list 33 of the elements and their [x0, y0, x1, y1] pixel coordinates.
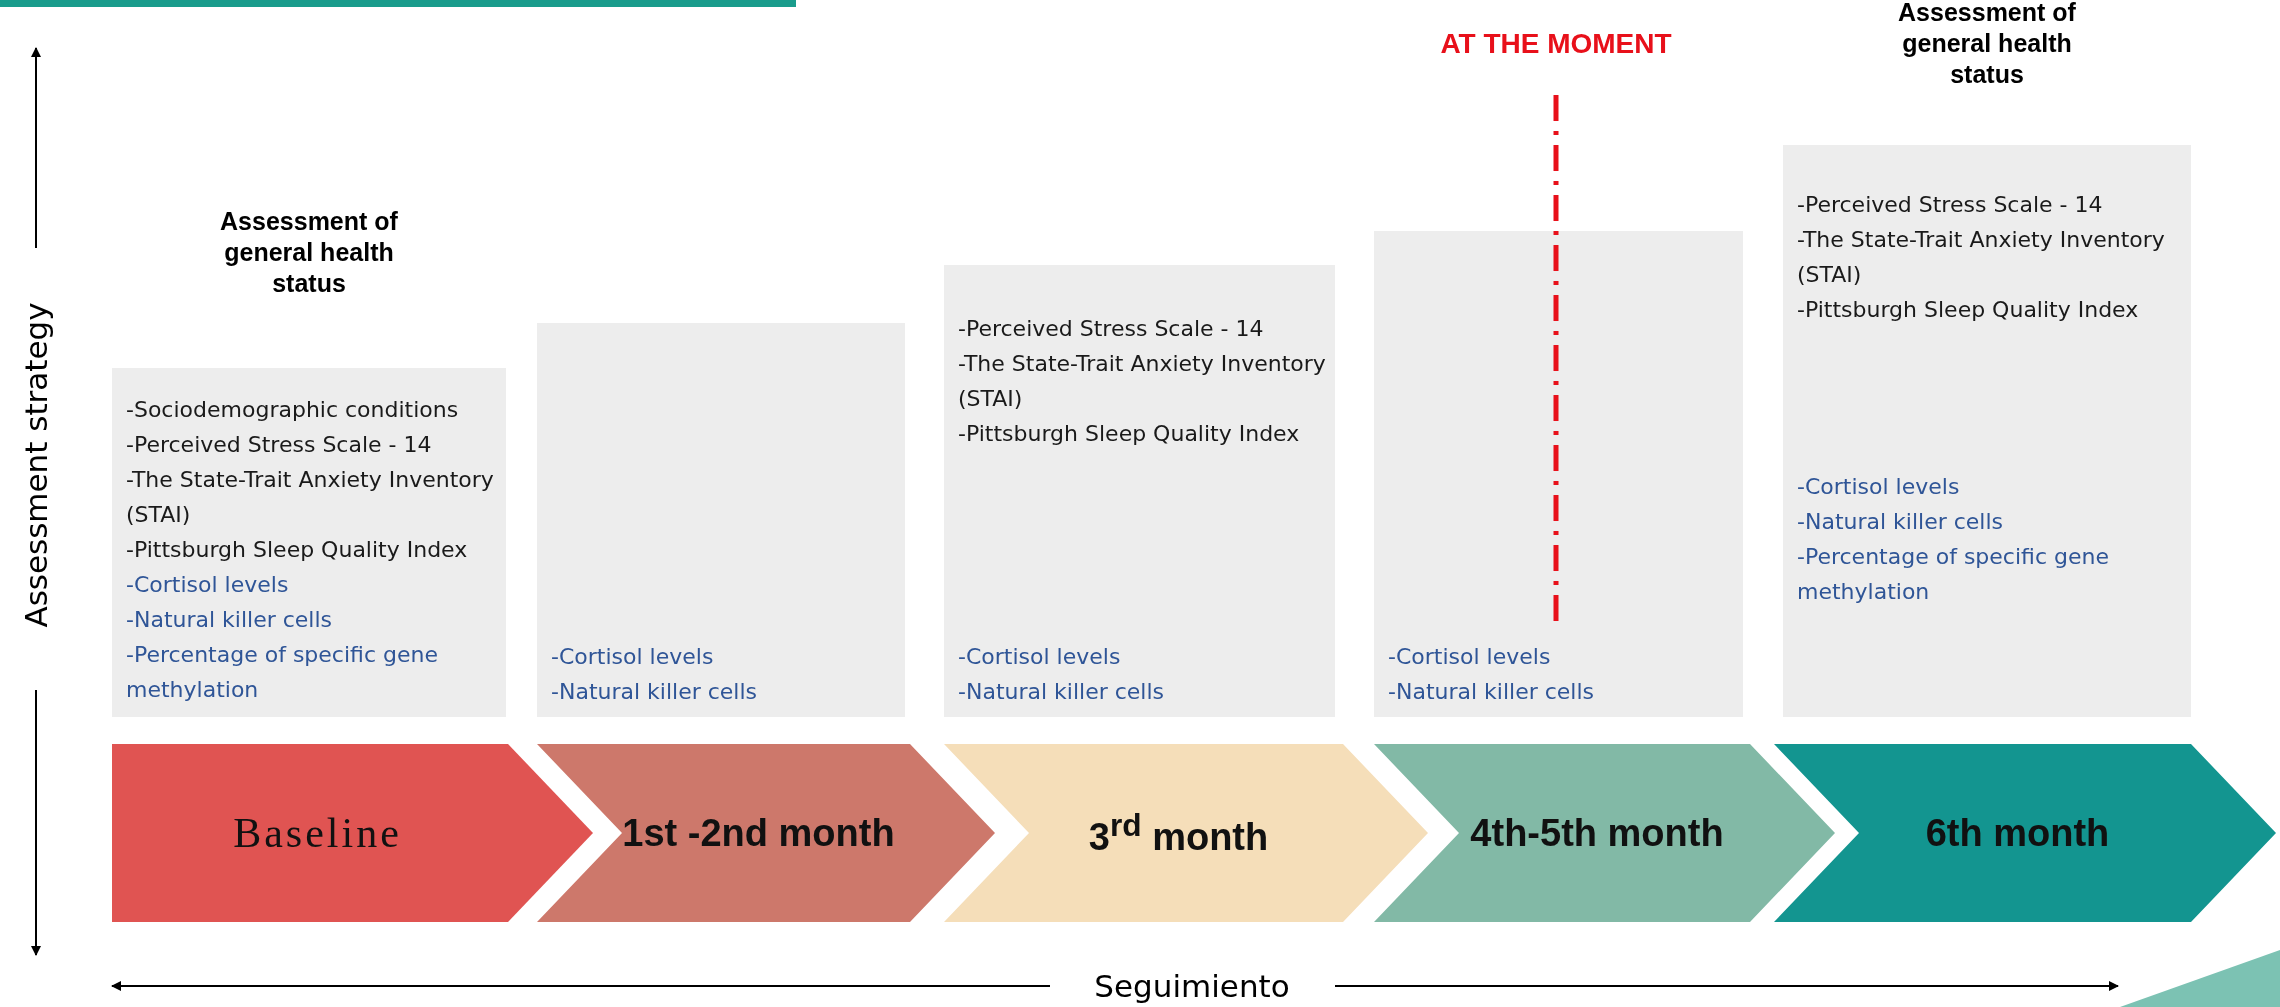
- box-heading: Assessment of general health status: [219, 206, 399, 299]
- phase-label: 1st -2nd month: [622, 811, 895, 855]
- list-item: -Perceived Stress Scale - 14: [126, 431, 433, 459]
- list-item: -Pittsburgh Sleep Quality Index: [126, 536, 469, 564]
- phase-label: 4th-5th month: [1470, 811, 1724, 855]
- axis-label: Assessment strategy: [18, 302, 54, 628]
- list-item: -Perceived Stress Scale - 14: [958, 315, 1265, 343]
- box-heading: Assessment of general health status: [1897, 0, 2077, 90]
- list-item: -Natural killer cells: [1388, 678, 1596, 706]
- phase-label: 3$^{rd}$ month: [1088, 807, 1269, 859]
- time-marker-label: AT THE MOMENT: [1439, 28, 1673, 60]
- list-item: -Cortisol levels: [551, 643, 715, 671]
- list-item: -Cortisol levels: [1388, 643, 1552, 671]
- list-item: -Cortisol levels: [958, 643, 1122, 671]
- list-item: -Pittsburgh Sleep Quality Index: [1797, 296, 2140, 324]
- list-item: -Perceived Stress Scale - 14: [1797, 191, 2104, 219]
- axis-label: Seguimiento: [1094, 968, 1290, 1004]
- list-item: -The State-Trait Anxiety Inventory (STAI): [126, 466, 495, 529]
- list-item: -Natural killer cells: [1797, 508, 2005, 536]
- list-item: -Percentage of specific gene methylation: [126, 641, 439, 704]
- list-item: -Natural killer cells: [551, 678, 759, 706]
- list-item: -Percentage of specific gene methylation: [1797, 543, 2110, 606]
- list-item: -The State-Trait Anxiety Inventory (STAI): [958, 350, 1327, 413]
- assessment-box: [1374, 231, 1743, 717]
- list-item: -Sociodemographic conditions: [126, 396, 460, 424]
- list-item: -Cortisol levels: [126, 571, 290, 599]
- list-item: -Natural killer cells: [126, 606, 334, 634]
- list-item: -Cortisol levels: [1797, 473, 1961, 501]
- list-item: -Natural killer cells: [958, 678, 1166, 706]
- phase-label: Baseline: [233, 809, 402, 857]
- phase-label: 6th month: [1925, 811, 2110, 855]
- list-item: -The State-Trait Anxiety Inventory (STAI): [1797, 226, 2166, 289]
- list-item: -Pittsburgh Sleep Quality Index: [958, 420, 1301, 448]
